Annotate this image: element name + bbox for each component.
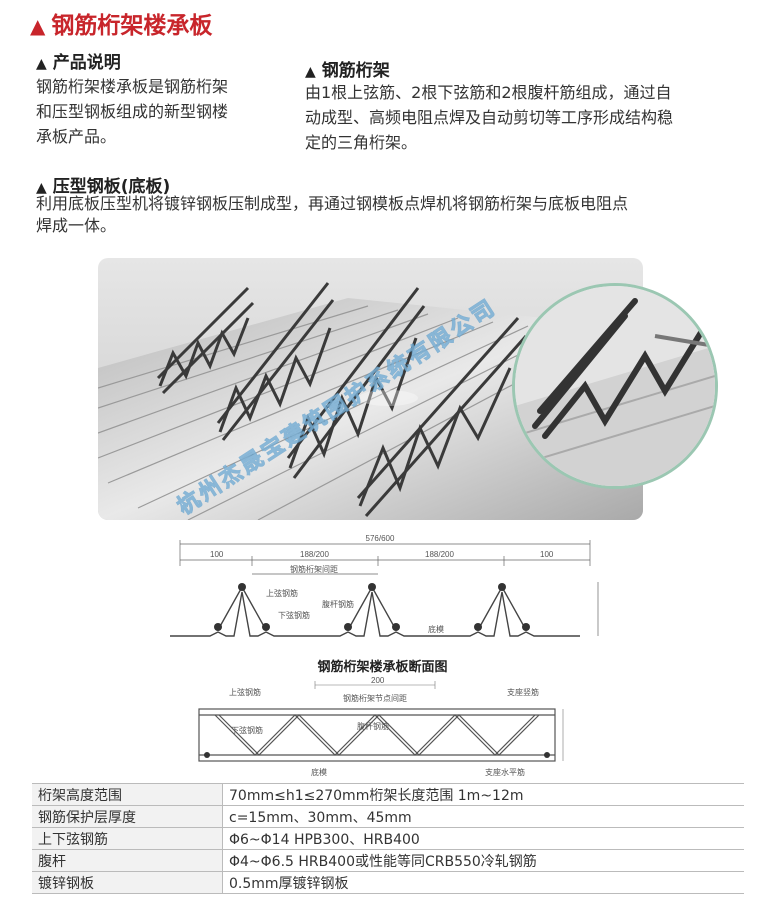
dim-total: 576/600 — [366, 534, 395, 543]
text-line: 利用底板压型机将镀锌钢板压制成型，再通过钢模板点焊机将钢筋桁架与底板电阻点 — [36, 194, 629, 213]
dim-label: 100 — [540, 550, 554, 559]
text-line: 和压型钢板组成的新型钢楼 — [36, 102, 229, 121]
spec-value: Φ6~Φ14 HPB300、HRB400 — [222, 827, 744, 850]
spec-label: 上下弦钢筋 — [32, 827, 223, 850]
triangle-up-icon: ▲ — [36, 56, 47, 72]
deck-description: 利用底板压型机将镀锌钢板压制成型，再通过钢模板点焊机将钢筋桁架与底板电阻点 焊成… — [36, 193, 751, 237]
diagram-title: 钢筋桁架楼承板断面图 — [317, 660, 448, 675]
top-chord-label: 上弦钢筋 — [229, 687, 261, 697]
spec-value: 0.5mm厚镀锌钢板 — [222, 871, 744, 894]
page-title-text: 钢筋桁架楼承板 — [51, 13, 213, 39]
base-mold-label: 底模 — [428, 624, 444, 634]
triangle-up-icon: ▲ — [30, 14, 46, 38]
page-title: ▲钢筋桁架楼承板 — [30, 6, 212, 40]
node-spacing-label: 钢筋桁架节点间距 — [343, 693, 407, 703]
triangle-up-icon: ▲ — [36, 180, 47, 196]
web-rebar-label: 腹杆钢筋 — [357, 721, 389, 731]
text-line: 焊成一体。 — [36, 216, 117, 235]
section-heading-truss: ▲ 钢筋桁架 — [305, 56, 390, 81]
support-vertical-label: 支座竖筋 — [507, 687, 539, 697]
web-rebar-label: 腹杆钢筋 — [322, 599, 354, 609]
bottom-chord-label: 下弦钢筋 — [231, 725, 263, 735]
spec-label: 镀锌钢板 — [32, 871, 223, 894]
detail-zoom-circle — [512, 283, 718, 489]
elevation-diagram: 200 上弦钢筋 钢筋桁架节点间距 支座竖筋 下弦钢筋 腹杆钢筋 底模 支座水平… — [185, 675, 575, 783]
dim-label: 200 — [371, 676, 385, 685]
dim-label: 188/200 — [300, 550, 329, 559]
bottom-chord-label: 下弦钢筋 — [278, 610, 310, 620]
spec-label: 桁架高度范围 — [32, 783, 223, 806]
base-mold-label: 底模 — [311, 767, 327, 777]
dim-label: 100 — [210, 550, 224, 559]
top-chord-label: 上弦钢筋 — [266, 588, 298, 598]
text-line: 由1根上弦筋、2根下弦筋和2根腹杆筋组成，通过自 — [305, 83, 672, 102]
text-line: 承板产品。 — [36, 127, 117, 146]
triangle-up-icon: ▲ — [305, 64, 316, 80]
truss-spacing-label: 钢筋桁架间距 — [290, 564, 338, 574]
spec-label: 腹杆 — [32, 849, 223, 872]
dim-label: 188/200 — [425, 550, 454, 559]
spec-value: Φ4~Φ6.5 HRB400或性能等同CRB550冷轧钢筋 — [222, 849, 744, 872]
spec-value: 70mm≤h1≤270mm桁架长度范围 1m~12m — [222, 783, 744, 806]
section-heading-text: 产品说明 — [52, 53, 121, 73]
text-line: 定的三角桁架。 — [305, 133, 418, 152]
section-heading-text: 压型钢板(底板) — [52, 177, 171, 197]
truss-description: 由1根上弦筋、2根下弦筋和2根腹杆筋组成，通过自 动成型、高频电阻点焊及自动剪切… — [305, 80, 745, 155]
product-description: 钢筋桁架楼承板是钢筋桁架 和压型钢板组成的新型钢楼 承板产品。 — [36, 74, 291, 149]
cross-section-diagram: 576/600 100 188/200 188/200 100 钢筋桁架间距 上… — [170, 532, 610, 654]
support-horizontal-label: 支座水平筋 — [485, 767, 525, 777]
spec-value: c=15mm、30mm、45mm — [222, 805, 744, 828]
section-heading-deck: ▲ 压型钢板(底板) — [36, 172, 170, 197]
spec-label: 钢筋保护层厚度 — [32, 805, 223, 828]
section-heading-product: ▲ 产品说明 — [36, 48, 121, 73]
text-line: 动成型、高频电阻点焊及自动剪切等工序形成结构稳 — [305, 108, 674, 127]
text-line: 钢筋桁架楼承板是钢筋桁架 — [36, 77, 229, 96]
section-heading-text: 钢筋桁架 — [321, 61, 390, 81]
